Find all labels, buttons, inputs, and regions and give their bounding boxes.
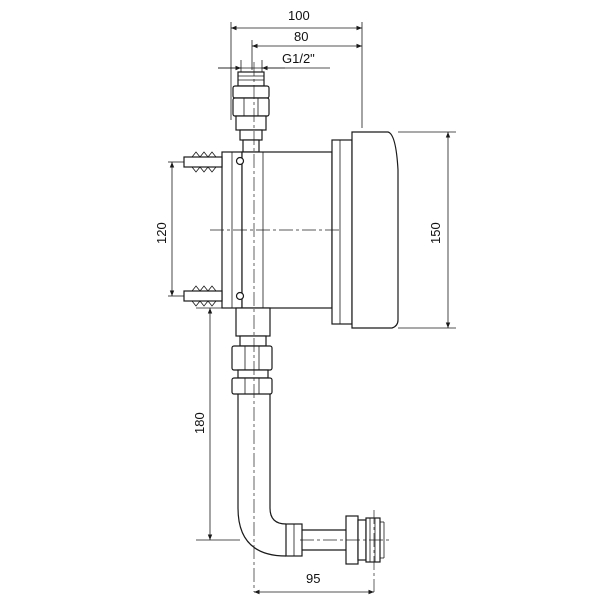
dim-label-outlet-drop: 180	[192, 412, 207, 434]
dim-label-body-depth: 80	[294, 29, 308, 44]
center-lines	[210, 62, 392, 592]
inlet-fitting-top	[232, 71, 270, 153]
dim-label-plate-height: 150	[428, 222, 443, 244]
dim-plate-height: 150	[398, 131, 456, 329]
dim-outlet-reach: 95	[254, 571, 374, 595]
dim-thread: G1/2"	[218, 51, 330, 90]
outlet-pipe	[237, 394, 385, 565]
wall-anchor-bottom	[176, 285, 223, 307]
screw-top	[235, 156, 245, 166]
dim-label-mount-spacing: 120	[154, 222, 169, 244]
dim-label-overall-depth: 100	[288, 8, 310, 23]
dim-outlet-drop: 180	[192, 307, 240, 541]
cover-plate	[351, 131, 399, 329]
outlet-fitting	[231, 307, 273, 395]
screw-bottom	[235, 291, 245, 301]
valve-body	[221, 139, 353, 325]
dim-label-thread: G1/2"	[282, 51, 315, 66]
dim-label-outlet-reach: 95	[306, 571, 320, 586]
dim-mount-spacing: 120	[154, 161, 176, 297]
wall-anchor-top	[176, 151, 223, 173]
dim-body-depth: 80	[251, 29, 362, 70]
dim-overall-depth: 100	[230, 8, 363, 128]
